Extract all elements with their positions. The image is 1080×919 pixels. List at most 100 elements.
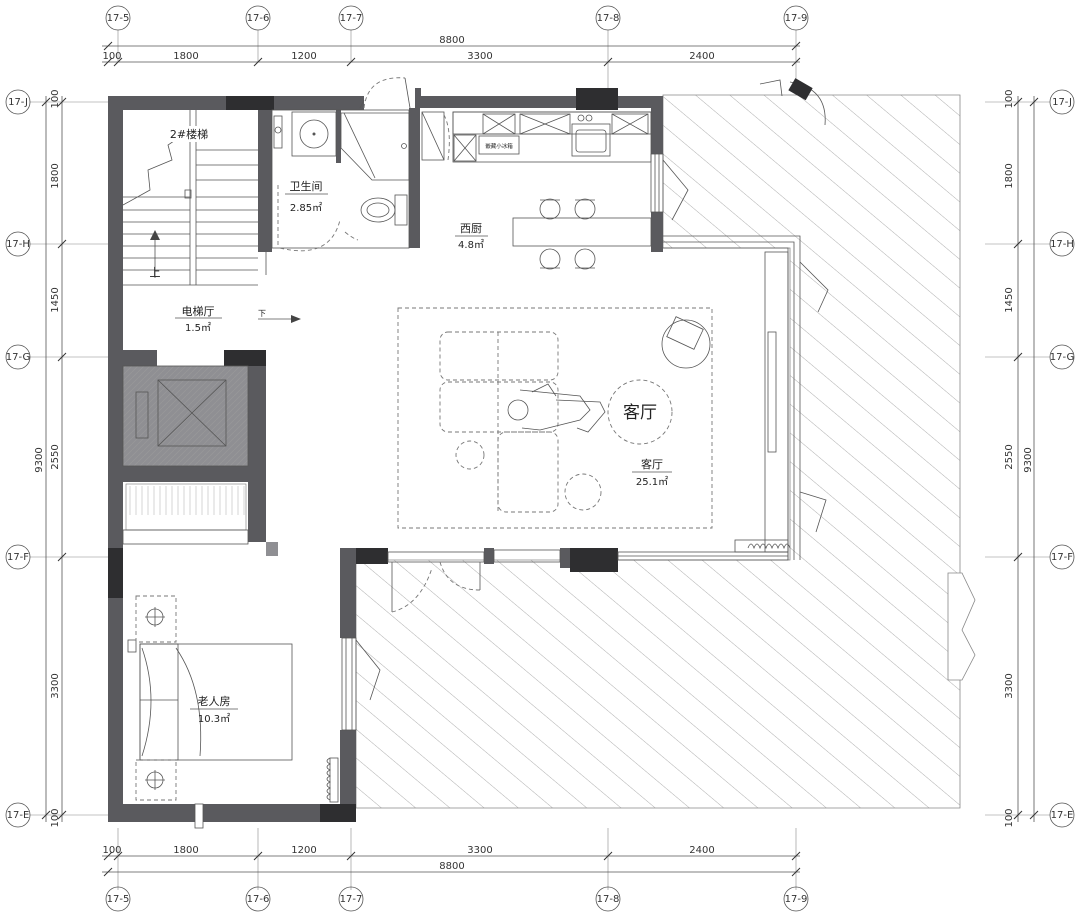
svg-text:17-7: 17-7 — [340, 13, 363, 24]
svg-text:17-F: 17-F — [1051, 552, 1073, 563]
living-room: 客厅 客厅 25.1㎡ — [387, 235, 829, 613]
grid-bubble-17-7-bottom: 17-7 — [338, 886, 364, 912]
svg-text:17-6: 17-6 — [247, 894, 270, 905]
vent-strip — [125, 483, 247, 531]
grid-bubble-17-F-right: 17-F — [1049, 544, 1075, 570]
kitchen-area: 4.8㎡ — [458, 239, 484, 251]
grid-bubble-17-8-bottom: 17-8 — [595, 886, 621, 912]
armchair — [661, 316, 711, 369]
svg-text:2550: 2550 — [50, 444, 61, 469]
appliance-label: 嵌藏小冰箱 — [485, 142, 513, 150]
bathroom-name: 卫生间 — [290, 179, 323, 193]
kitchen: 嵌藏小冰箱 西厨 4.8㎡ — [421, 111, 689, 270]
bedroom-name: 老人房 — [198, 695, 231, 708]
svg-text:1800: 1800 — [50, 163, 61, 188]
stair: 上 2#楼梯 — [122, 110, 258, 350]
stair-up-label: 上 — [150, 266, 161, 279]
grid-bubbles-bottom: 17-5 17-6 17-7 17-8 17-9 — [105, 886, 809, 912]
tv — [767, 331, 777, 453]
bathroom: 卫生间 2.85㎡ — [271, 109, 410, 252]
svg-text:2400: 2400 — [689, 51, 714, 62]
svg-text:3300: 3300 — [467, 51, 492, 62]
shower — [340, 112, 410, 181]
bedroom-area: 10.3㎡ — [198, 713, 230, 725]
coffee-table — [607, 379, 673, 445]
svg-text:17-G: 17-G — [1050, 352, 1074, 363]
dimension-right: 100 1800 1450 2550 3300 100 9300 — [1004, 89, 1039, 828]
living-big-label: 客厅 — [623, 403, 657, 423]
stair-treads-left — [123, 196, 190, 271]
svg-text:100: 100 — [50, 89, 61, 108]
svg-text:17-6: 17-6 — [247, 13, 270, 24]
dimension-left: 100 1800 1450 2550 3300 100 9300 — [34, 89, 67, 828]
grid-bubble-17-H: 17-H — [5, 231, 31, 257]
dining-chairs — [539, 198, 596, 270]
svg-text:8800: 8800 — [439, 35, 464, 46]
grid-bubbles-left: 17-J 17-H 17-G 17-F 17-E — [5, 89, 31, 828]
stair-treads-right — [196, 149, 258, 271]
entry-door — [359, 77, 411, 109]
svg-text:1200: 1200 — [291, 845, 316, 856]
grid-bubble-17-6-bottom: 17-6 — [245, 886, 271, 912]
stair-label: 2#楼梯 — [170, 127, 208, 141]
grid-bubble-17-5-bottom: 17-5 — [105, 886, 131, 912]
toilet — [394, 194, 408, 226]
elevator-shaft — [122, 365, 249, 467]
svg-text:17-8: 17-8 — [597, 13, 620, 24]
svg-text:17-5: 17-5 — [107, 894, 130, 905]
svg-text:9300: 9300 — [1023, 447, 1034, 472]
grid-bubbles-right: 17-J 17-H 17-G 17-F 17-E — [1049, 89, 1075, 828]
svg-text:100: 100 — [102, 845, 121, 856]
svg-text:1450: 1450 — [50, 287, 61, 312]
grid-bubble-17-E: 17-E — [5, 802, 31, 828]
kitchen-sink — [571, 123, 611, 157]
svg-text:1450: 1450 — [1004, 287, 1015, 312]
living-name: 客厅 — [641, 457, 663, 471]
svg-text:100: 100 — [1004, 808, 1015, 827]
svg-text:2550: 2550 — [1004, 444, 1015, 469]
elevator-hall-area: 1.5㎡ — [185, 322, 211, 334]
terrace-hatch — [355, 94, 976, 809]
grid-bubble-17-7: 17-7 — [338, 5, 364, 31]
svg-text:17-7: 17-7 — [340, 894, 363, 905]
grid-bubble-17-8: 17-8 — [595, 5, 621, 31]
svg-text:3300: 3300 — [1004, 673, 1015, 698]
kitchen-name: 西厨 — [460, 222, 482, 235]
grid-bubble-17-9: 17-9 — [783, 5, 809, 31]
elevator-hall-name: 电梯厅 — [182, 305, 215, 318]
corner-ornament — [759, 78, 826, 126]
dimension-bottom: 100 1800 1200 3300 2400 8800 — [102, 845, 801, 877]
svg-text:17-F: 17-F — [7, 552, 29, 563]
svg-text:100: 100 — [1004, 89, 1015, 108]
svg-text:1800: 1800 — [173, 51, 198, 62]
svg-text:3300: 3300 — [467, 845, 492, 856]
svg-text:100: 100 — [50, 808, 61, 827]
down-mark: 下 — [258, 309, 266, 318]
svg-text:17-J: 17-J — [8, 97, 28, 108]
svg-text:8800: 8800 — [439, 861, 464, 872]
svg-text:2400: 2400 — [689, 845, 714, 856]
person-figure — [507, 383, 606, 433]
grid-bubble-17-F: 17-F — [5, 544, 31, 570]
bathroom-area: 2.85㎡ — [290, 202, 322, 214]
grid-bubble-17-H-right: 17-H — [1049, 231, 1075, 257]
dining-table — [512, 217, 652, 247]
svg-text:17-9: 17-9 — [785, 13, 808, 24]
svg-text:17-5: 17-5 — [107, 13, 130, 24]
grid-bubble-17-J-right: 17-J — [1049, 89, 1075, 115]
grid-bubble-17-J: 17-J — [5, 89, 31, 115]
grid-bubble-17-E-right: 17-E — [1049, 802, 1075, 828]
svg-text:17-E: 17-E — [1051, 810, 1074, 821]
svg-text:17-H: 17-H — [6, 239, 30, 250]
svg-text:17-J: 17-J — [1052, 97, 1072, 108]
grid-bubble-17-5: 17-5 — [105, 5, 131, 31]
stair-break-line — [122, 129, 191, 206]
svg-text:17-8: 17-8 — [597, 894, 620, 905]
upper-cabinets — [482, 113, 649, 135]
grid-bubble-17-9-bottom: 17-9 — [783, 886, 809, 912]
elevator-hall: 电梯厅 1.5㎡ 下 — [122, 305, 301, 531]
washbasin — [299, 119, 329, 149]
svg-text:3300: 3300 — [50, 673, 61, 698]
sofa — [439, 331, 559, 513]
